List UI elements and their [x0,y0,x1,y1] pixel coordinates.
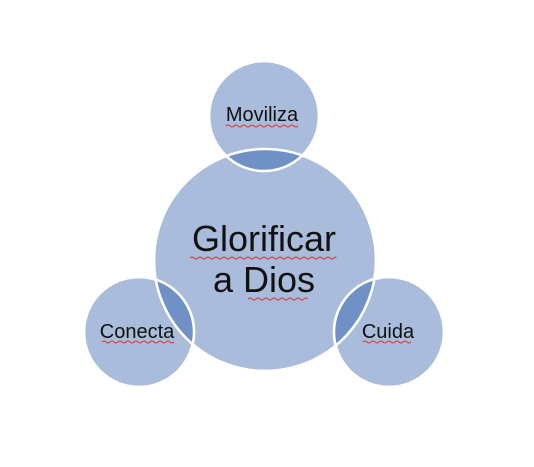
spellcheck-underline-moviliza [225,124,299,128]
spellcheck-underline-dios [247,297,309,301]
center-label-line1: Glorificar [192,218,336,259]
spellcheck-underline-cuida [362,340,412,344]
outline-main [152,147,378,373]
outline-left [82,275,196,389]
outline-top [207,59,321,173]
center-label-line2: a Dios [213,259,315,300]
label-left: Conecta [100,321,175,343]
label-right: Cuida [362,321,415,343]
outline-right [332,275,446,389]
label-top: Moviliza [226,104,299,126]
spellcheck-underline-conecta [101,340,175,344]
spellcheck-underline-glorificar [189,256,337,260]
